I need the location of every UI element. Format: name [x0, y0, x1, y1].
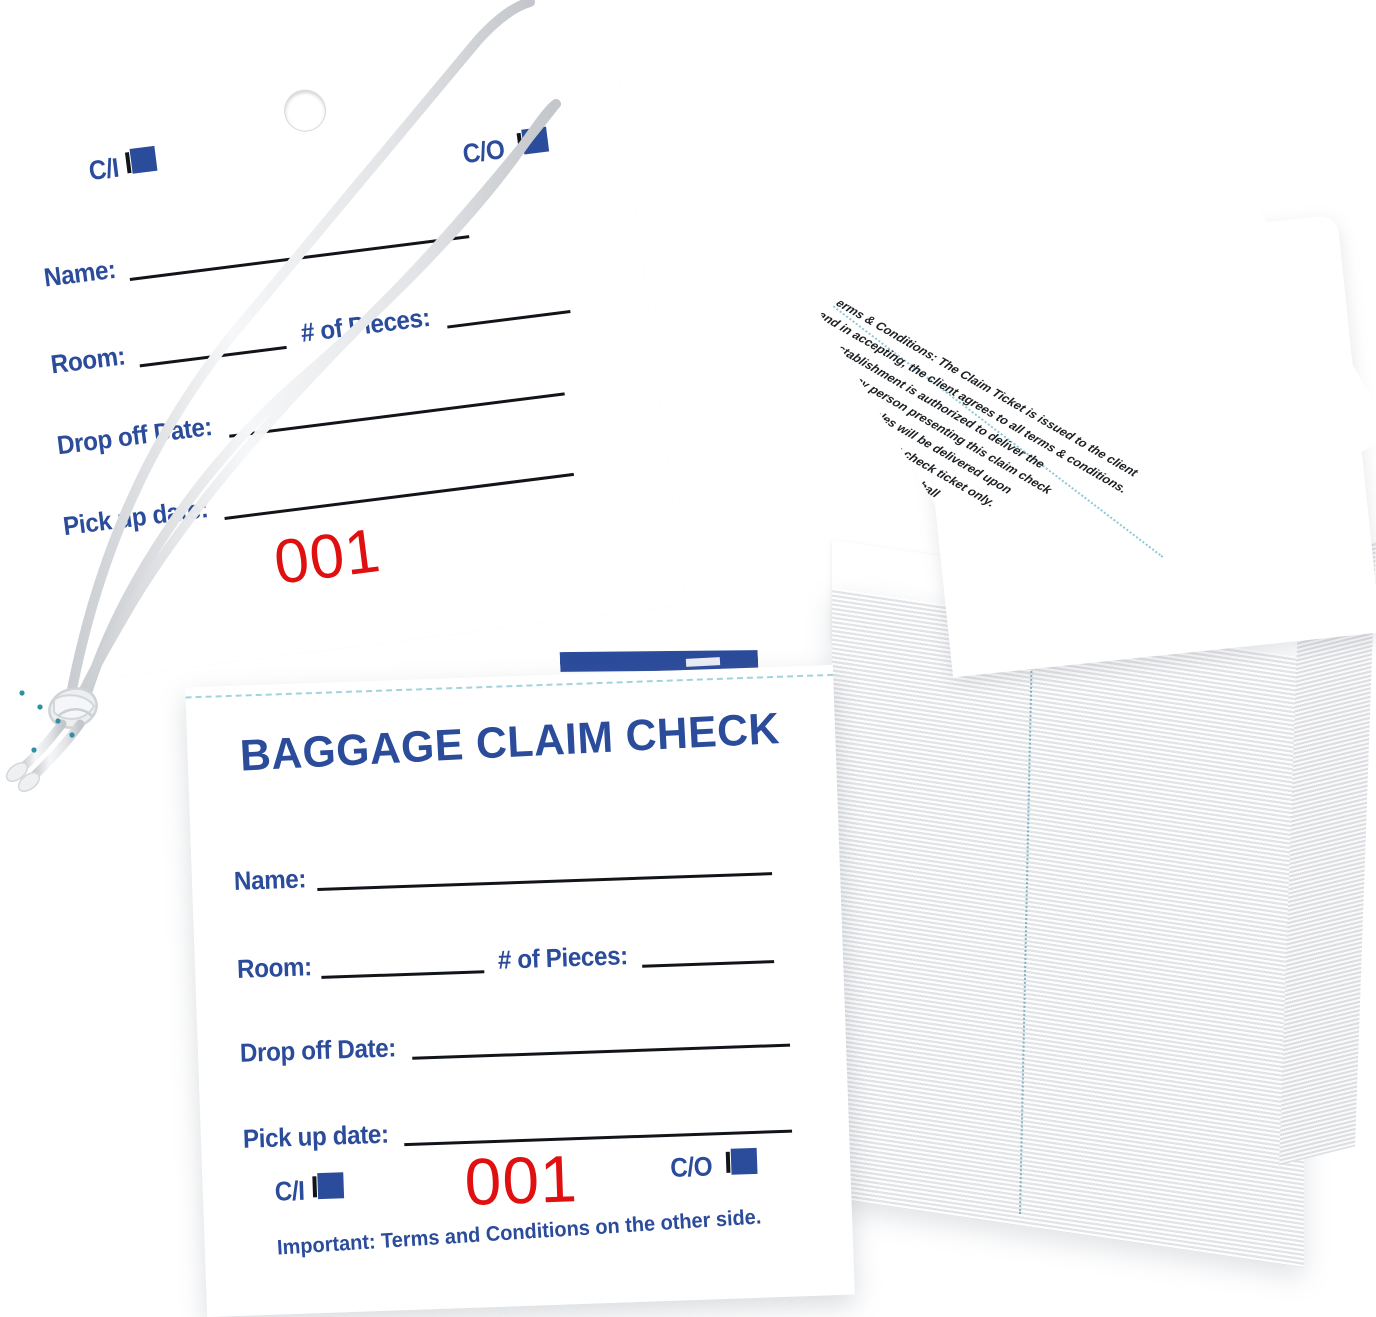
- checkbox-shadow: [521, 127, 549, 155]
- room-field-row-top[interactable]: Room: # of Pieces:: [49, 284, 571, 380]
- pieces-input-rule[interactable]: [642, 960, 775, 968]
- name-input-rule[interactable]: [317, 872, 773, 891]
- room-field-row-bottom[interactable]: Room: # of Pieces:: [237, 935, 775, 985]
- pickup-input-rule[interactable]: [403, 1129, 792, 1147]
- tag-number-bottom: 001: [463, 1141, 579, 1220]
- dropoff-field-row-top[interactable]: Drop off Date:: [55, 367, 565, 462]
- name-field-row-bottom[interactable]: Name:: [233, 847, 773, 897]
- checkin-label: C/I: [274, 1175, 306, 1207]
- tag-stack-front-edges: [832, 588, 1304, 1268]
- checkout-checkbox[interactable]: [725, 1147, 758, 1180]
- checkin-checkbox[interactable]: [125, 151, 153, 179]
- checkin-label: C/I: [87, 152, 121, 187]
- checkbox-box[interactable]: [312, 1175, 318, 1197]
- name-field-row-top[interactable]: Name:: [42, 209, 470, 293]
- pieces-input-rule[interactable]: [447, 310, 570, 329]
- dropoff-field-row-bottom[interactable]: Drop off Date:: [239, 1019, 790, 1069]
- checkout-label: C/O: [669, 1151, 713, 1183]
- tag-number-top: 001: [270, 516, 385, 598]
- pieces-label: # of Pieces:: [299, 301, 433, 348]
- checkbox-shadow: [130, 146, 158, 174]
- pickup-input-rule[interactable]: [224, 473, 574, 520]
- checkbox-shadow: [317, 1171, 345, 1199]
- pieces-label: # of Pieces:: [497, 940, 629, 975]
- checkout-label: C/O: [460, 134, 507, 170]
- room-input-rule[interactable]: [140, 346, 287, 368]
- pickup-label: Pick up date:: [242, 1118, 390, 1154]
- bottom-claim-tag: BAGGAGE CLAIM CHECK Name: Room: # of Pie…: [185, 664, 855, 1317]
- checkbox-box[interactable]: [725, 1151, 730, 1173]
- room-label: Room:: [49, 340, 127, 380]
- dropoff-input-rule[interactable]: [229, 392, 565, 437]
- dropoff-label: Drop off Date:: [239, 1032, 397, 1068]
- dropoff-input-rule[interactable]: [411, 1043, 790, 1060]
- name-input-rule[interactable]: [130, 235, 470, 281]
- page-title: BAGGAGE CLAIM CHECK: [238, 704, 781, 781]
- checkbox-shadow: [730, 1147, 758, 1175]
- room-input-rule[interactable]: [321, 970, 485, 979]
- name-label: Name:: [42, 253, 118, 293]
- checkin-checkbox[interactable]: [312, 1171, 345, 1204]
- dropoff-label: Drop off Date:: [55, 410, 214, 461]
- checkout-checkbox[interactable]: [516, 132, 544, 160]
- checkin-checkbox-group-top[interactable]: C/I: [87, 148, 153, 187]
- bottom-tag-perforation: [185, 673, 834, 699]
- checkin-checkbox-group-bottom[interactable]: C/I: [274, 1171, 345, 1207]
- checkout-checkbox-group-bottom[interactable]: C/O: [669, 1147, 758, 1184]
- name-label: Name:: [233, 863, 307, 896]
- tag-hole: [282, 87, 329, 134]
- top-claim-tag: C/I C/O Name: Room:: [0, 0, 686, 686]
- checkout-checkbox-group-top[interactable]: C/O: [461, 129, 545, 170]
- pickup-label: Pick up date:: [61, 493, 210, 542]
- room-label: Room:: [236, 951, 313, 984]
